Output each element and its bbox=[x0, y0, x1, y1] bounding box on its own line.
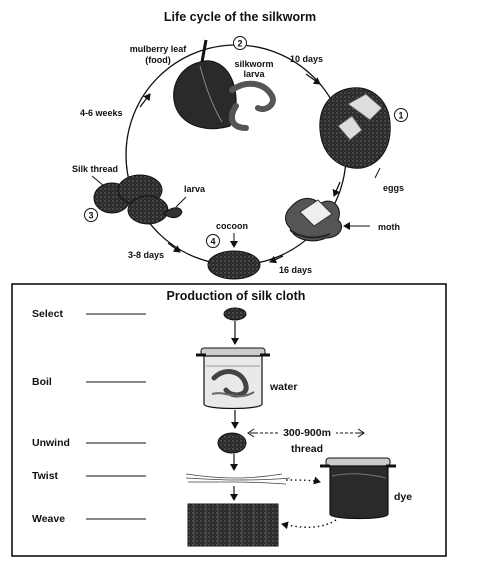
mulberry-leaf-sublabel: (food) bbox=[145, 55, 170, 65]
duration-10-days: 10 days bbox=[290, 54, 323, 64]
thread-length-label: 300-900m bbox=[283, 427, 331, 439]
svg-text:Boil: Boil bbox=[32, 376, 52, 388]
svg-text:Select: Select bbox=[32, 308, 63, 320]
stage-number-4: 4 bbox=[206, 234, 220, 248]
duration-16-days: 16 days bbox=[279, 265, 312, 275]
twisted-threads-illustration bbox=[185, 473, 291, 485]
cocoon-illustration bbox=[207, 250, 261, 280]
svg-text:3: 3 bbox=[88, 211, 93, 221]
cycle-arrow-to-leaf bbox=[139, 93, 151, 108]
moth-illustration bbox=[285, 198, 342, 242]
silk-thread-label: Silk thread bbox=[72, 164, 118, 174]
cycle-arrow-to-moth bbox=[332, 181, 341, 197]
arrow-dye-to-weave bbox=[281, 519, 337, 530]
arrow-twist-to-dye bbox=[285, 476, 321, 485]
stage-number-2: 2 bbox=[233, 36, 247, 50]
larva-label: larva bbox=[184, 184, 206, 194]
stage-number-3: 3 bbox=[84, 208, 98, 222]
svg-text:Twist: Twist bbox=[32, 470, 59, 482]
production-frame bbox=[11, 283, 447, 557]
cycle-arrow-to-eggs bbox=[305, 73, 321, 85]
step-boil: Boil bbox=[32, 376, 146, 388]
duration-3-8-days: 3-8 days bbox=[128, 250, 164, 260]
step-weave: Weave bbox=[32, 513, 146, 525]
eggs-label: eggs bbox=[383, 183, 404, 193]
mulberry-leaf-label: mulberry leaf bbox=[130, 44, 188, 54]
eggs-pointer bbox=[374, 167, 381, 179]
svg-text:Weave: Weave bbox=[32, 513, 65, 525]
stage-number-1: 1 bbox=[394, 108, 408, 122]
step-select: Select bbox=[32, 308, 146, 320]
unwinding-cocoon bbox=[217, 432, 247, 454]
cycle-title: Life cycle of the silkworm bbox=[164, 10, 316, 24]
cocoon-label: cocoon bbox=[216, 221, 248, 231]
svg-text:Unwind: Unwind bbox=[32, 437, 70, 449]
silkworm-larva-label: larva bbox=[243, 69, 265, 79]
dye-label: dye bbox=[394, 491, 412, 503]
svg-text:2: 2 bbox=[237, 39, 242, 49]
woven-cloth-illustration bbox=[187, 503, 279, 547]
cycle-arrow-to-stage3 bbox=[167, 242, 181, 253]
dye-pot-illustration bbox=[320, 457, 396, 520]
silk-thread-cocoons-illustration bbox=[93, 174, 183, 225]
larva-pointer bbox=[175, 196, 187, 208]
step-unwind: Unwind bbox=[32, 437, 146, 449]
thread-label: thread bbox=[291, 443, 323, 455]
silk-thread-pointer bbox=[91, 175, 105, 187]
svg-text:4: 4 bbox=[210, 237, 215, 247]
step-twist: Twist bbox=[32, 470, 146, 482]
duration-4-6-weeks: 4-6 weeks bbox=[80, 108, 123, 118]
moth-label: moth bbox=[378, 222, 400, 232]
svg-text:1: 1 bbox=[398, 111, 403, 121]
water-label: water bbox=[269, 381, 297, 393]
production-title: Production of silk cloth bbox=[167, 289, 306, 303]
boiling-pot-illustration bbox=[196, 347, 270, 410]
mulberry-leaf-illustration bbox=[173, 39, 276, 131]
cycle-arrow-to-cocoon bbox=[269, 255, 284, 264]
silkworm-label: silkworm bbox=[234, 59, 273, 69]
selected-cocoon bbox=[223, 307, 247, 321]
eggs-illustration bbox=[319, 87, 391, 169]
